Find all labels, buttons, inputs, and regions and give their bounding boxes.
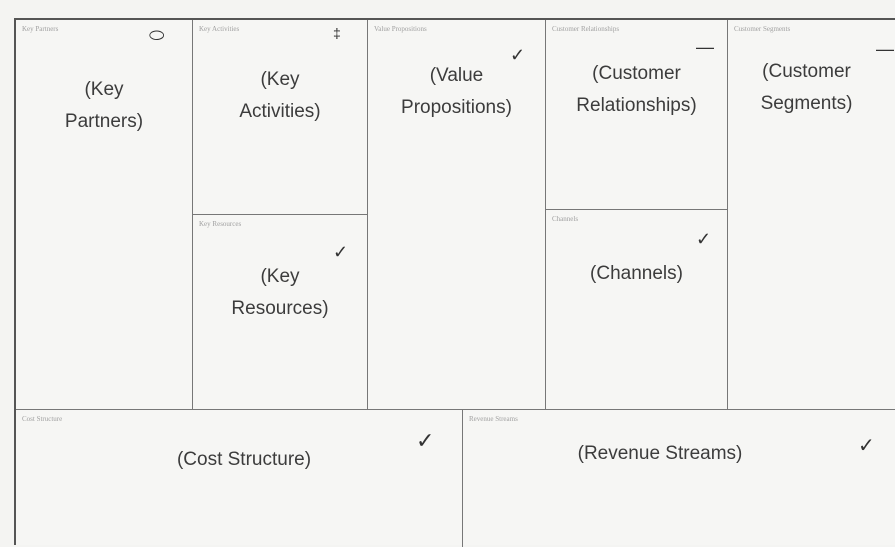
key-partners-cell: Key Partners ⬭ (Key Partners) <box>16 20 193 410</box>
key-partners-title: (Key Partners) <box>64 79 144 132</box>
key-activities-title: (Key Activities) <box>239 69 321 122</box>
revenue-streams-cell: Revenue Streams ✓ (Revenue Streams) <box>463 410 895 547</box>
customer-relationships-cell: Customer Relationships — (Customer Relat… <box>546 20 728 210</box>
business-model-canvas: Key Partners ⬭ (Key Partners) Key Activi… <box>14 18 895 547</box>
value-propositions-check-icon: ✓ <box>510 45 526 65</box>
customer-segments-header: Customer Segments <box>734 25 791 33</box>
key-resources-title: (Key Resources) <box>231 266 329 319</box>
key-partners-header: Key Partners <box>22 25 59 33</box>
revenue-streams-header: Revenue Streams <box>469 415 518 423</box>
key-partners-doodle-icon: ⬭ <box>149 25 165 45</box>
customer-segments-cell: Customer Segments — (Customer Segments) <box>728 20 895 410</box>
key-resources-check-icon: ✓ <box>333 242 349 262</box>
cost-structure-header: Cost Structure <box>22 415 63 423</box>
key-activities-header: Key Activities <box>199 25 240 33</box>
value-propositions-header: Value Propositions <box>374 25 427 33</box>
channels-check-icon: ✓ <box>696 229 712 249</box>
value-propositions-cell: Value Propositions ✓ (Value Propositions… <box>368 20 546 410</box>
customer-relationships-dash-icon: — <box>696 37 714 57</box>
revenue-streams-title: (Revenue Streams) <box>577 443 743 464</box>
channels-title: (Channels) <box>590 263 683 284</box>
cost-structure-check-icon: ✓ <box>416 428 435 453</box>
key-resources-cell: Key Resources ✓ (Key Resources) <box>193 215 368 410</box>
revenue-streams-check-icon: ✓ <box>858 435 875 457</box>
customer-segments-dash-icon: — <box>876 39 894 59</box>
key-activities-mark-icon: ‡ <box>333 25 341 41</box>
channels-header: Channels <box>552 215 579 223</box>
channels-cell: Channels ✓ (Channels) <box>546 210 728 410</box>
value-propositions-title: (Value Propositions) <box>401 65 512 118</box>
customer-segments-title: (Customer Segments) <box>760 61 853 114</box>
customer-relationships-header: Customer Relationships <box>552 25 620 33</box>
key-resources-header: Key Resources <box>199 220 242 228</box>
key-activities-cell: Key Activities ‡ (Key Activities) <box>193 20 368 215</box>
customer-relationships-title: (Customer Relationships) <box>576 63 697 116</box>
cost-structure-title: (Cost Structure) <box>176 449 312 470</box>
cost-structure-cell: Cost Structure ✓ (Cost Structure) <box>16 410 463 547</box>
